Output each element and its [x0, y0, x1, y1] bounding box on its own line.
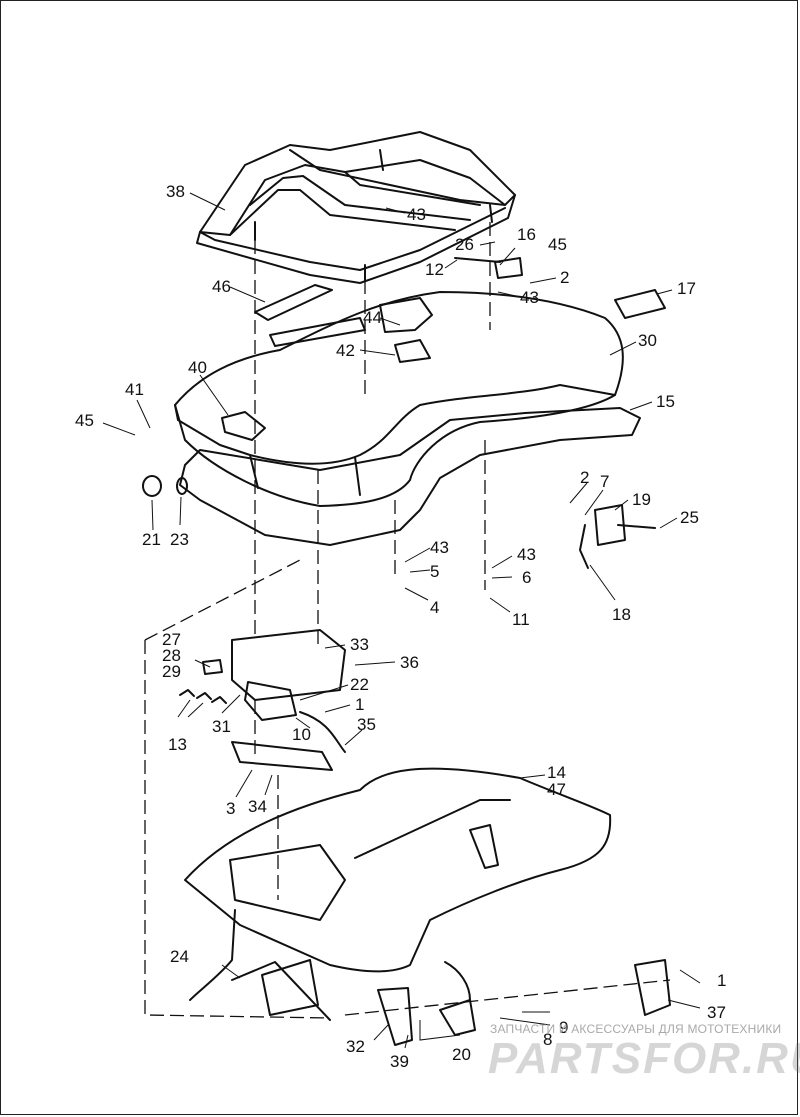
plate [614, 289, 666, 319]
watermark-logo: PARTSFOR.RU [488, 1034, 800, 1084]
callout-25: 25 [680, 508, 699, 527]
callout-24: 24 [170, 947, 189, 966]
callout-47: 47 [547, 780, 566, 799]
callout-18: 18 [612, 605, 631, 624]
callout-40: 40 [188, 358, 207, 377]
callout-3: 3 [226, 799, 235, 818]
latch-housing [231, 629, 346, 701]
callout-17: 17 [677, 279, 696, 298]
callout-leaders [102, 192, 701, 1049]
callout-1a: 1 [717, 971, 726, 990]
callout-39: 39 [390, 1052, 409, 1071]
callout-8: 8 [543, 1030, 552, 1049]
lock-mechanism [244, 681, 297, 721]
callout-35: 35 [357, 715, 376, 734]
callout-41: 41 [125, 380, 144, 399]
callout-9: 9 [559, 1018, 568, 1037]
assembly-lines [144, 222, 671, 1019]
callout-2a: 2 [560, 268, 569, 287]
watermark-brand-b: FOR.RU [643, 1034, 800, 1083]
callout-11: 11 [512, 610, 530, 629]
callout-30: 30 [638, 331, 657, 350]
hinge [494, 257, 523, 279]
callout-36: 36 [400, 653, 419, 672]
callout-labels: 1 1 2 2 3 4 5 6 7 8 9 10 11 12 13 14 15 … [75, 182, 726, 1071]
callout-22: 22 [350, 675, 369, 694]
callout-6: 6 [522, 568, 531, 587]
callout-43-right: 43 [517, 545, 536, 564]
callout-27: 27 [162, 630, 181, 649]
callout-19: 19 [632, 490, 651, 509]
callout-29: 29 [162, 662, 181, 681]
callout-5: 5 [430, 562, 439, 581]
callout-37: 37 [707, 1003, 726, 1022]
callout-10: 10 [292, 725, 311, 744]
end-cover [634, 959, 671, 1016]
callout-46: 46 [212, 277, 231, 296]
callout-1b: 1 [355, 695, 364, 714]
callout-45-left: 45 [75, 411, 94, 430]
callout-38: 38 [166, 182, 185, 201]
callout-2b: 2 [580, 468, 589, 487]
callout-44: 44 [363, 308, 382, 327]
callout-21: 21 [142, 530, 161, 549]
callout-31: 31 [212, 717, 231, 736]
callout-43-hinge: 43 [520, 288, 539, 307]
callout-32: 32 [346, 1037, 365, 1056]
callout-13: 13 [168, 735, 187, 754]
lid-seal [179, 407, 641, 546]
callout-33: 33 [350, 635, 369, 654]
pad [254, 284, 333, 321]
luggage-rack [196, 131, 516, 284]
callout-43-left: 43 [430, 538, 449, 557]
watermark-brand-a: PARTS [488, 1034, 644, 1083]
bracket [594, 504, 626, 546]
mount-plate [231, 741, 333, 771]
callout-4: 4 [430, 598, 439, 617]
callout-42: 42 [336, 341, 355, 360]
tour-pak-liner [184, 767, 612, 973]
callout-23: 23 [170, 530, 189, 549]
callout-43-rack: 43 [407, 205, 426, 224]
callout-7: 7 [600, 472, 609, 491]
callout-45-top: 45 [548, 235, 567, 254]
callout-28: 28 [162, 646, 181, 665]
callout-20: 20 [452, 1045, 471, 1064]
watermark-caption: ЗАПЧАСТИ И АКСЕССУАРЫ ДЛЯ МОТОТЕХНИКИ [490, 1022, 782, 1036]
callout-16: 16 [517, 225, 536, 244]
callout-14: 14 [547, 763, 566, 782]
callout-12: 12 [425, 260, 444, 279]
callout-34: 34 [248, 797, 267, 816]
callout-26: 26 [455, 235, 474, 254]
callout-15: 15 [656, 392, 675, 411]
